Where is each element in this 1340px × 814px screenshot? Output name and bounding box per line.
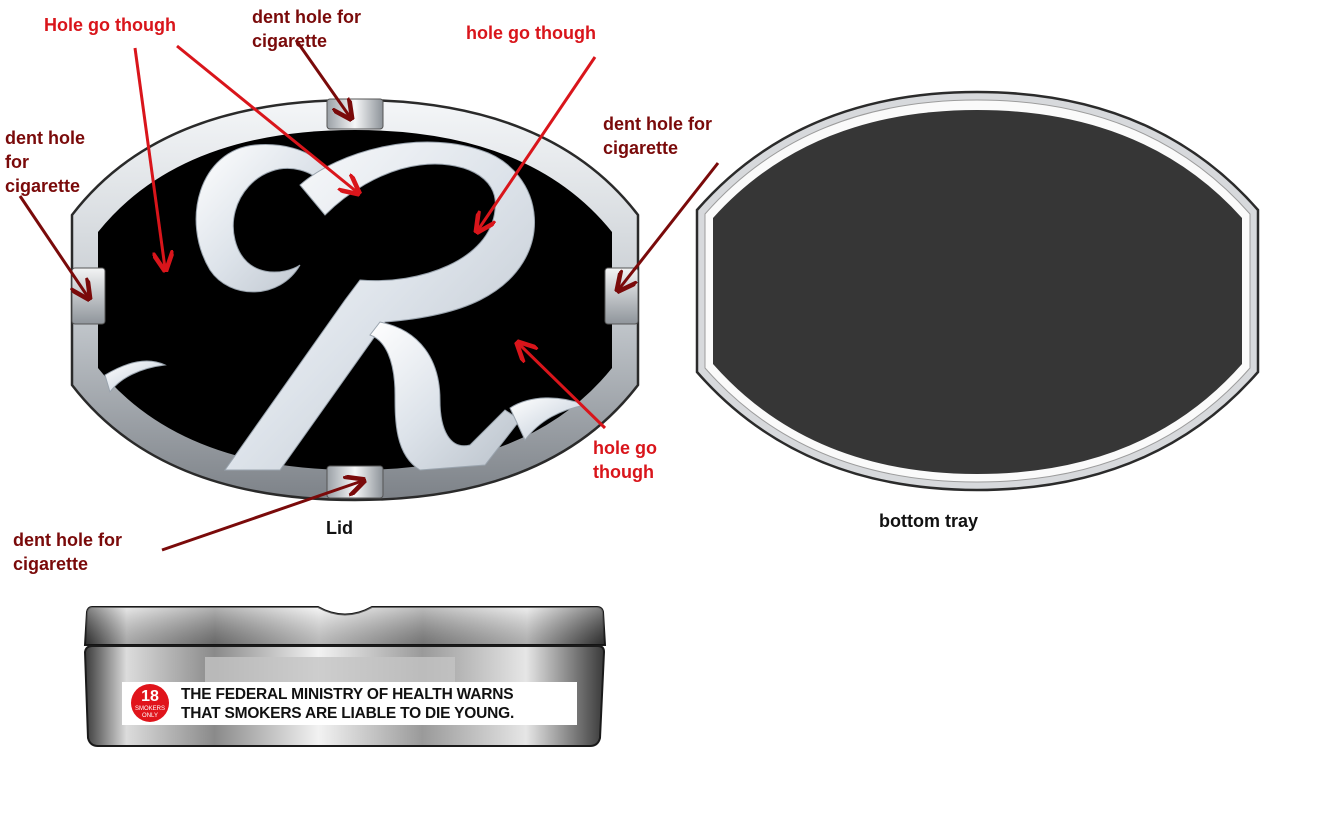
bottom-tray <box>695 90 1260 492</box>
label-dent-top: dent hole for cigarette <box>252 7 361 51</box>
age-badge-number: 18 <box>141 688 159 705</box>
label-dent-right: dent hole for cigarette <box>603 114 712 158</box>
age-badge-small-text: SMOKERS ONLY <box>134 706 165 719</box>
arrow-dent-left <box>18 195 88 297</box>
label-hole-top-left: Hole go though <box>44 15 176 35</box>
label-dent-bottom: dent hole for cigarette <box>13 530 122 574</box>
label-dent-left: dent hole for cigarette <box>5 128 85 196</box>
caption-bottom-tray: bottom tray <box>879 511 978 531</box>
label-hole-top-right: hole go though <box>466 23 596 43</box>
ashtray-side-view <box>83 606 607 747</box>
arrow-dent-bottom <box>161 481 362 552</box>
arrow-hole-top-right <box>478 56 597 230</box>
annotation-arrows <box>18 39 720 552</box>
lid-top-view <box>70 98 640 502</box>
arrow-dent-right <box>619 162 720 289</box>
label-hole-bottom-right: hole go though <box>593 438 657 482</box>
arrow-hole-left <box>133 47 165 268</box>
warning-label-background <box>122 682 577 725</box>
lid-r-logo <box>104 141 587 471</box>
tray-dark-surface <box>713 110 1242 474</box>
caption-lid: Lid <box>326 518 353 538</box>
age-badge <box>131 684 169 722</box>
lid-notch-right <box>604 267 639 325</box>
arrow-hole-top-center <box>176 44 357 192</box>
arrow-hole-bottom-right <box>519 344 607 430</box>
side-blurred-strip <box>205 657 455 683</box>
lid-notch-top <box>326 98 384 130</box>
arrow-dent-top <box>294 39 350 117</box>
health-warning-text: THE FEDERAL MINISTRY OF HEALTH WARNS THA… <box>181 686 515 722</box>
